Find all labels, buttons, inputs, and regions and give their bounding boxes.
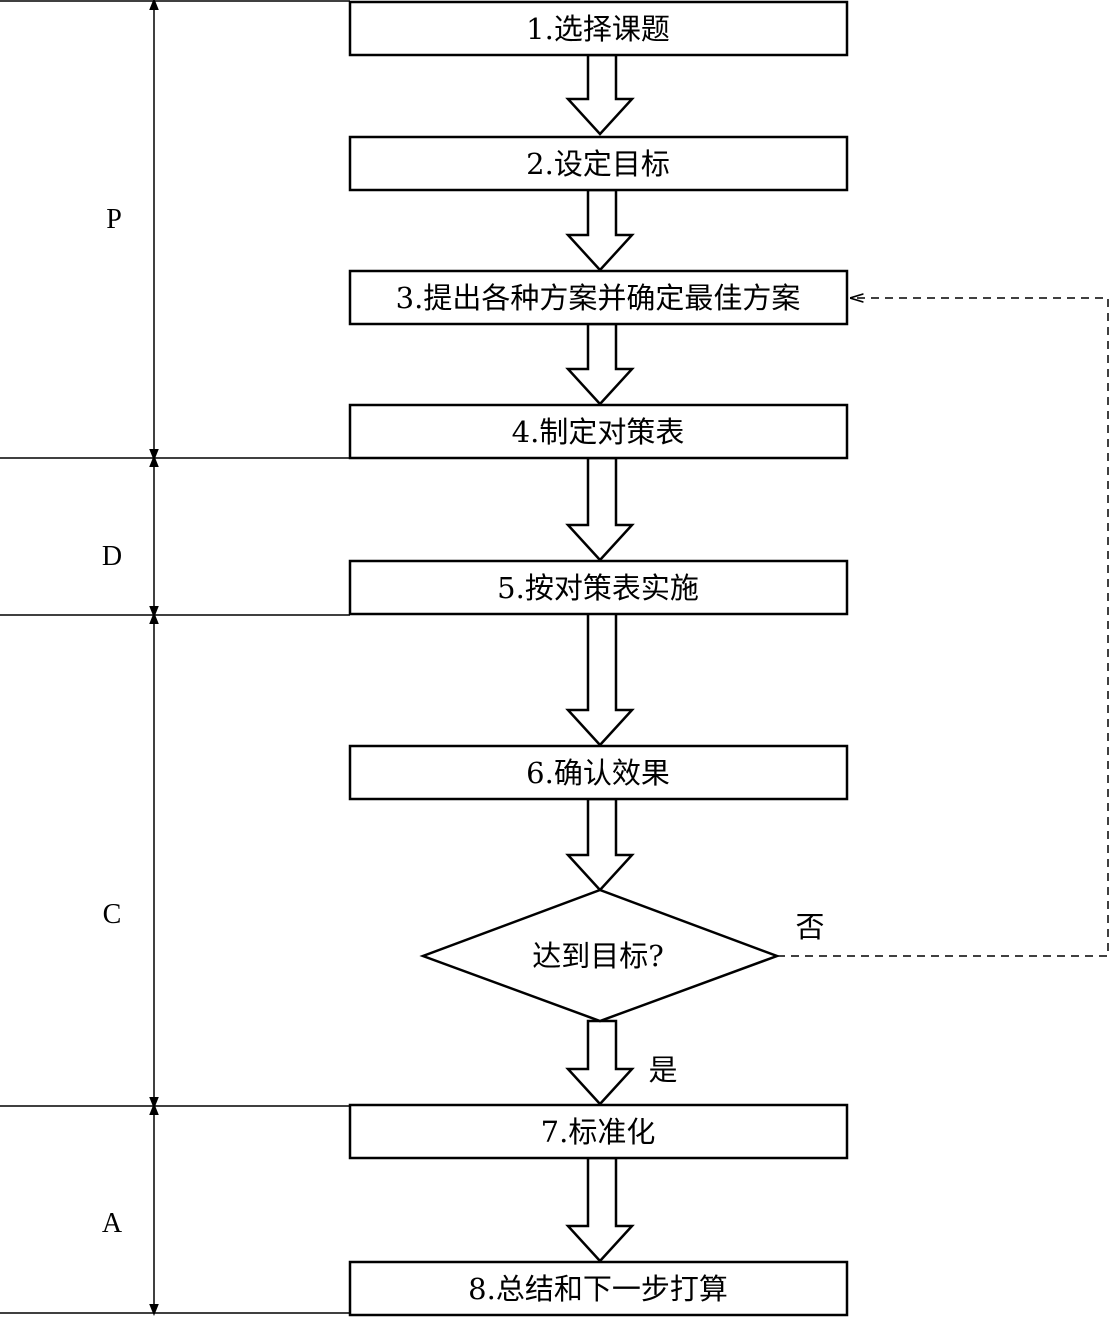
decision-yes-label: 是 — [648, 1053, 677, 1087]
block-arrow-6-decision — [565, 797, 635, 892]
step-box-7 — [348, 1103, 849, 1160]
step-box-2 — [348, 135, 849, 192]
block-arrow-4-5 — [565, 456, 635, 562]
step-label-1: 1.选择课题 — [526, 12, 670, 46]
decision-diamond — [419, 888, 781, 1023]
step-label-4: 4.制定对策表 — [512, 415, 685, 449]
step-label-5: 5.按对策表实施 — [497, 571, 699, 605]
block-arrow-2-3 — [565, 188, 635, 272]
block-arrow-7-8 — [565, 1156, 635, 1263]
phase-label-d: D — [102, 541, 122, 572]
block-arrows — [565, 53, 635, 1263]
decision-label: 达到目标? — [532, 939, 664, 973]
step-box-1 — [348, 0, 849, 57]
block-arrow-decision-7 — [565, 1019, 635, 1106]
phase-label-a: A — [102, 1208, 123, 1239]
step-box-6 — [348, 744, 849, 801]
step-box-8 — [348, 1260, 849, 1317]
step-box-5 — [348, 559, 849, 616]
decision-no-label: 否 — [795, 910, 824, 944]
step-box-3 — [348, 269, 849, 326]
phase-separators — [0, 0, 350, 1314]
feedback-loop-line — [777, 298, 1109, 957]
step-label-3: 3.提出各种方案并确定最佳方案 — [396, 281, 801, 315]
step-box-4 — [348, 403, 849, 460]
block-arrow-1-2 — [565, 53, 635, 136]
phase-label-c: C — [103, 899, 122, 930]
block-arrow-5-6 — [565, 611, 635, 747]
step-label-6: 6.确认效果 — [526, 756, 670, 790]
step-label-8: 8.总结和下一步打算 — [468, 1272, 728, 1306]
step-boxes — [348, 0, 849, 1317]
phase-label-p: P — [106, 204, 122, 235]
step-label-7: 7.标准化 — [541, 1115, 656, 1149]
step-label-2: 2.设定目标 — [526, 147, 670, 181]
block-arrow-3-4 — [565, 322, 635, 406]
